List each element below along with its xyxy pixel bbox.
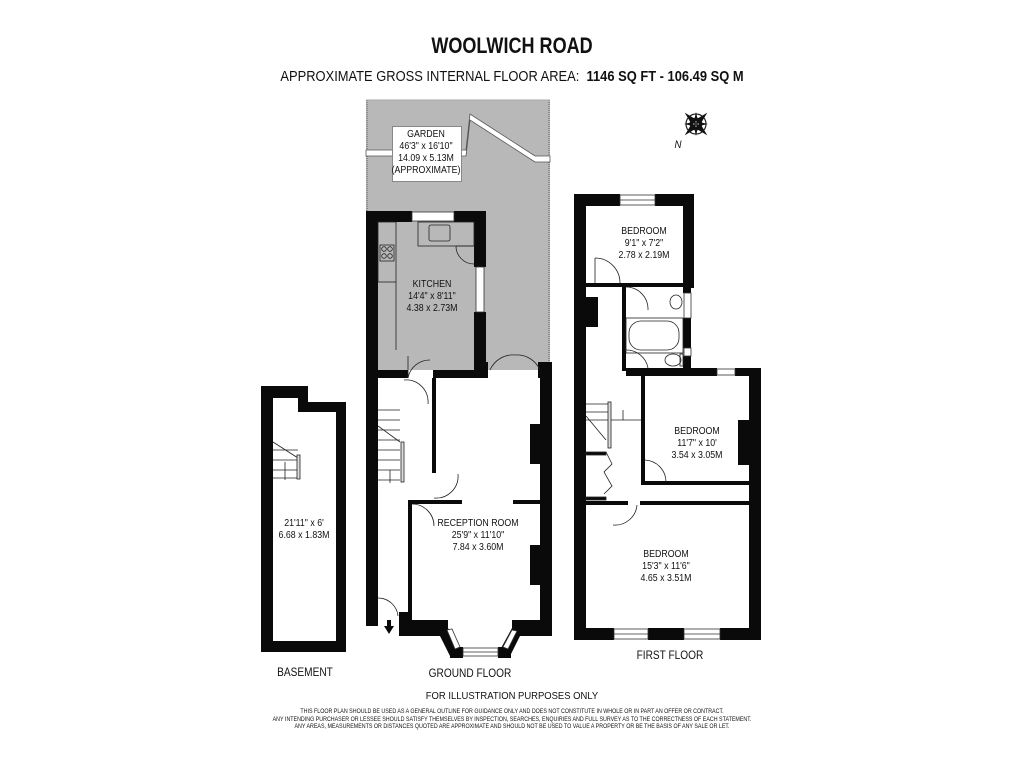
room-name: BEDROOM: [674, 426, 720, 437]
basement-room-label: 21'11" x 6' 6.68 x 1.83M: [274, 518, 334, 542]
compass-north-label: N: [674, 139, 682, 151]
room-metric: 6.68 x 1.83M: [278, 530, 330, 541]
room-imperial: 14'4" x 8'11": [408, 291, 456, 302]
room-name: BEDROOM: [643, 549, 689, 560]
page-title: WOOLWICH ROAD: [431, 33, 593, 58]
first-floor-windows: [613, 194, 736, 640]
room-metric: 3.54 x 3.05M: [671, 450, 723, 461]
ground-floor-fixtures: [377, 221, 541, 617]
kitchen-label: KITCHEN 14'4" x 8'11" 4.38 x 2.73M: [397, 279, 467, 315]
room-metric: 4.65 x 3.51M: [640, 573, 692, 584]
basement-floor-label: BASEMENT: [277, 667, 333, 679]
disclaimer-line-3: ANY AREAS, MEASUREMENTS OR DISTANCES QUO…: [294, 723, 730, 731]
area-label: APPROXIMATE GROSS INTERNAL FLOOR AREA:: [280, 68, 580, 85]
garden-label-box: [392, 126, 462, 182]
room-name: BEDROOM: [621, 226, 667, 237]
room-metric: 2.78 x 2.19M: [618, 250, 670, 261]
ground-floor-label: GROUND FLOOR: [428, 668, 512, 680]
ground-floor-windows: [411, 211, 518, 657]
room-imperial: 25'9" x 11'10": [451, 530, 505, 541]
compass-icon: [684, 112, 708, 136]
room-imperial: 46'3" x 16'10": [399, 141, 453, 152]
area-separator: -: [659, 68, 664, 85]
room-note: (APPROXIMATE): [391, 165, 461, 176]
disclaimer-line-2: ANY INTENDING PURCHASER OR LESSEE SHOULD…: [272, 715, 752, 723]
room-imperial: 11'7" x 10': [677, 438, 717, 449]
floor-area-summary: APPROXIMATE GROSS INTERNAL FLOOR AREA: 1…: [72, 68, 953, 85]
room-imperial: 21'11" x 6': [284, 518, 324, 529]
illustration-notice: FOR ILLUSTRATION PURPOSES ONLY: [425, 690, 599, 702]
small-bedroom-label: BEDROOM 9'1" x 7'2" 2.78 x 2.19M: [609, 226, 679, 262]
reception-room-label: RECEPTION ROOM 25'9" x 11'10" 7.84 x 3.6…: [434, 518, 522, 554]
room-metric: 14.09 x 5.13M: [398, 153, 454, 164]
area-sqm: 106.49 SQ M: [667, 68, 744, 85]
room-name: RECEPTION ROOM: [437, 518, 519, 529]
room-metric: 4.38 x 2.73M: [406, 303, 458, 314]
ground-floor-walls: [366, 211, 552, 658]
area-sqft: 1146 SQ FT: [586, 68, 657, 85]
disclaimer: THIS FLOOR PLAN SHOULD BE USED AS A GENE…: [72, 708, 953, 731]
basement-stairs: [272, 441, 301, 480]
middle-bedroom-label: BEDROOM 11'7" x 10' 3.54 x 3.05M: [662, 426, 732, 462]
garden-label: GARDEN 46'3" x 16'10" 14.09 x 5.13M (APP…: [389, 129, 463, 177]
first-floor-label: FIRST FLOOR: [636, 650, 704, 662]
entrance-arrow-icon: [384, 620, 394, 634]
room-imperial: 15'3" x 11'6": [642, 561, 690, 572]
first-floor-fixtures: [585, 257, 684, 526]
room-imperial: 9'1" x 7'2": [624, 238, 664, 249]
room-name: GARDEN: [407, 129, 445, 140]
front-bedroom-label: BEDROOM 15'3" x 11'6" 4.65 x 3.51M: [631, 549, 701, 585]
basement-walls: [261, 386, 346, 652]
room-name: KITCHEN: [412, 279, 452, 290]
first-floor-walls: [574, 194, 761, 640]
disclaimer-line-1: THIS FLOOR PLAN SHOULD BE USED AS A GENE…: [300, 708, 724, 715]
room-metric: 7.84 x 3.60M: [452, 542, 504, 553]
